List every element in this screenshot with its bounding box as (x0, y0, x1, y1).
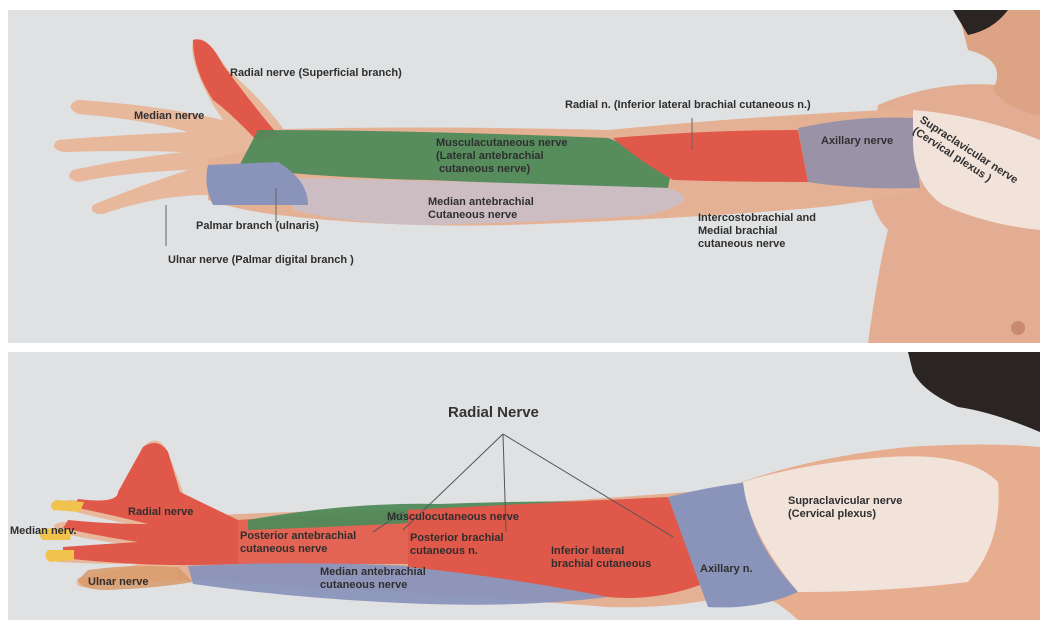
label-median: Median nerv. (10, 525, 77, 537)
axillary-zone (798, 117, 920, 189)
ulnar-hand-zone (78, 566, 193, 590)
label-median-antebrachial: Median antebrachial Cutaneous nerve (428, 196, 534, 221)
leader-radial-1 (402, 433, 504, 531)
label-axillary: Axillary nerve (821, 135, 894, 147)
hair (953, 10, 1008, 35)
leader-musculocutaneous (372, 511, 404, 533)
head-skin (958, 10, 1040, 115)
label-musculocutaneous: Musculacutaneous nerve (Lateral antebrac… (436, 137, 568, 175)
label-radial-nerve-title: Radial Nerve (448, 404, 539, 421)
label-musculocutaneous: Musculocutaneous nerve (387, 511, 520, 523)
label-ulnar-palmar-digital: Ulnar nerve (Palmar digital branch ) (168, 254, 354, 266)
nipple (1011, 321, 1025, 335)
leader-radial-2 (502, 433, 507, 533)
hair (908, 352, 1040, 432)
radial-hand-zone (63, 443, 238, 565)
radial-inferior-lateral-zone (613, 130, 808, 182)
median-antebrachial-zone (188, 563, 608, 605)
axillary-zone (668, 482, 798, 608)
radial-upper-arm-zone (408, 497, 708, 598)
label-palmar-branch: Palmar branch (ulnaris) (196, 220, 319, 232)
median-fingertip-2 (39, 528, 72, 540)
posterior-arm-illustration (39, 352, 1040, 620)
label-intercostobrachial: Intercostobrachial and Medial brachial c… (698, 212, 816, 250)
label-supraclavicular: Supraclavicular nerve (Cervical plexus) (788, 495, 903, 520)
median-fingertip-1 (51, 500, 84, 512)
supraclavicular-zone (743, 456, 999, 592)
top-panel-anterior-view: Radial nerve (Superficial branch) Median… (8, 10, 1040, 343)
label-ulnar: Ulnar nerve (88, 576, 149, 588)
median-antebrachial-zone (288, 178, 684, 225)
bottom-panel-posterior-view: Radial Nerve Median nerv. Radial nerve P… (8, 352, 1040, 620)
label-posterior-brachial: Posterior brachial cutaneous n. (410, 532, 504, 557)
label-radial-inferior-lateral: Radial n. (Inferior lateral brachial cut… (565, 99, 811, 111)
label-radial-superficial: Radial nerve (Superficial branch) (230, 67, 402, 79)
palmar-ulnar-zone (206, 162, 308, 205)
median-fingertip-3 (45, 550, 74, 562)
supraclavicular-zone (913, 110, 1040, 230)
leader-radial-3 (502, 433, 674, 538)
label-median-antebrachial: Median antebrachial cutaneous nerve (320, 566, 426, 591)
label-axillary: Axillary n. (700, 563, 753, 575)
label-median: Median nerve (134, 110, 205, 122)
radial-superficial-zone (193, 39, 278, 142)
label-posterior-antebrachial: Posterior antebrachial cutaneous nerve (240, 530, 357, 555)
musculocutaneous-zone (238, 130, 673, 188)
label-radial: Radial nerve (128, 506, 194, 518)
label-inferior-lateral: Inferior lateral brachial cutaneous (551, 545, 652, 570)
anterior-arm-illustration (54, 10, 1040, 343)
